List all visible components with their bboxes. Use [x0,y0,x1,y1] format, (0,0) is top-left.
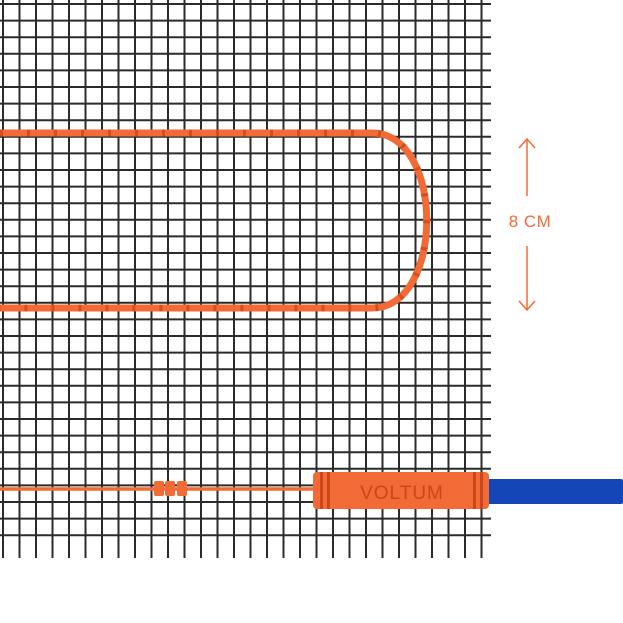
heating-cable-loop [0,129,431,312]
arrow-up-icon [518,137,536,196]
arrow-down-icon [518,246,536,312]
spacing-label: 8 CM [508,212,552,231]
heating-cable-spiral-wrap [0,129,431,312]
connector-sleeve: VOLTUM [313,472,489,509]
brand-logo-text: VOLTUM [360,483,444,504]
power-lead-cable [488,479,623,504]
cable-splice-joint [154,481,187,496]
spacing-dimension-indicator [518,137,536,312]
cold-tail-assembly: VOLTUM [0,472,623,509]
fiberglass-mesh-grid [0,0,491,558]
